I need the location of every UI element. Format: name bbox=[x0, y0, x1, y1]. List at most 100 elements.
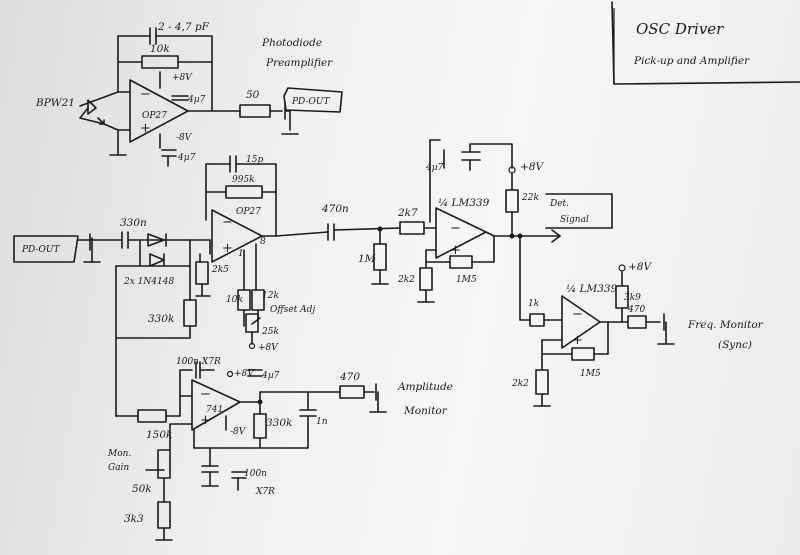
preamp-cap-label: 2 - 4,7 pF bbox=[157, 21, 210, 33]
detector-pullup-label: 22k bbox=[521, 193, 539, 203]
offset-pot-label: 25k bbox=[261, 327, 279, 337]
amp-filter-cap bbox=[259, 391, 317, 449]
offset-r1-label: 10k bbox=[226, 295, 243, 305]
freq-pullup-label: 3k9 bbox=[624, 293, 641, 303]
preamp-feedback-resistor bbox=[141, 55, 179, 69]
amp-in-res-label: 150k bbox=[146, 429, 172, 441]
det-signal-tag bbox=[545, 193, 613, 229]
amp-input-resistor bbox=[137, 409, 167, 423]
amp-gain-res-label: 3k3 bbox=[124, 513, 144, 525]
freq-out-label-1: Freq. Monitor bbox=[687, 319, 764, 331]
stage2-bias-resistor bbox=[183, 299, 197, 327]
amp-output-resistor bbox=[339, 385, 365, 399]
detector-cap-label: 470n bbox=[321, 203, 349, 215]
stage2-fb-cap-label: 15p bbox=[246, 155, 263, 165]
diode-1 bbox=[147, 233, 167, 247]
svg-text:+: + bbox=[572, 333, 583, 348]
freq-hysteresis-resistor bbox=[571, 347, 595, 361]
detector-coupling-cap bbox=[327, 223, 335, 241]
offset-r2-label: 12k bbox=[262, 291, 279, 301]
preamp-vpos-label: +8V bbox=[172, 73, 193, 83]
amp-bypass-cap bbox=[201, 447, 219, 487]
stage2-fb-res-label: 995k bbox=[232, 175, 255, 185]
freq-in-res-label: 1k bbox=[528, 299, 539, 309]
amp-fb-cap bbox=[179, 361, 215, 397]
amp-opamp-label: 741 bbox=[206, 405, 223, 415]
svg-text:+: + bbox=[140, 121, 151, 136]
detector-supply-label: +8V bbox=[520, 161, 544, 173]
diode-2 bbox=[149, 253, 165, 267]
amp-gain-pot-label: 50k bbox=[132, 483, 152, 495]
detector-hyst-label: 1M5 bbox=[456, 275, 477, 285]
preamp-section: Photodiode Preamplifier 2 - 4,7 pF 10k −… bbox=[35, 21, 343, 167]
preamp-label-2: Preamplifier bbox=[265, 57, 333, 69]
svg-text:−: − bbox=[140, 87, 151, 102]
amp-bypass-label: 100n bbox=[244, 469, 267, 479]
detector-ref-gnd-resistor bbox=[419, 267, 433, 291]
stage2-input-label: PD-OUT bbox=[21, 245, 60, 255]
preamp-opamp-label: OP27 bbox=[142, 111, 167, 121]
svg-text:−: − bbox=[222, 215, 233, 230]
amp-vpos-label: +8V bbox=[234, 369, 255, 379]
freq-comparator bbox=[561, 295, 601, 349]
detector-ref-gnd-label: 2k2 bbox=[397, 275, 415, 285]
preamp-vneg-label: -8V bbox=[176, 133, 193, 143]
amp-out-label-1: Amplitude bbox=[397, 381, 453, 393]
preamp-decoup-neg-label: 4µ7 bbox=[177, 153, 196, 163]
pd-out-label: PD-OUT bbox=[291, 97, 330, 107]
preamp-label-1: Photodiode bbox=[261, 37, 322, 49]
freq-output-resistor bbox=[627, 315, 647, 329]
amp-fb-res-label: 330k bbox=[266, 417, 292, 429]
amp-gain-resistor bbox=[157, 501, 171, 529]
det-signal-label-1: Det. bbox=[549, 199, 569, 209]
svg-text:+: + bbox=[222, 241, 233, 256]
photodiode-symbol bbox=[87, 99, 97, 115]
preamp-output-resistor bbox=[239, 104, 271, 118]
stage2-bias-label: 330k bbox=[148, 313, 174, 325]
amp-vneg-label: -8V bbox=[230, 427, 247, 437]
detector-ref-cap bbox=[461, 151, 481, 161]
amp-out-label-2: Monitor bbox=[403, 405, 448, 417]
detector-shunt-label: 1M bbox=[358, 253, 376, 265]
freq-gnd-label: 2k2 bbox=[511, 379, 529, 389]
detector-section: 470n 1M 2k7 − + ¼ LM339 4µ7 +8V 22k 2k2 bbox=[321, 139, 613, 303]
detector-comparator bbox=[435, 207, 487, 259]
svg-text:+: + bbox=[200, 413, 211, 428]
stage2-section: PD-OUT 330n 2x 1N4148 330k 2k5 − + OP27 … bbox=[13, 155, 329, 417]
amp-gain-label-2: Gain bbox=[108, 463, 129, 473]
preamp-out-res-label: 50 bbox=[246, 89, 260, 101]
amp-out-res-label: 470 bbox=[339, 371, 360, 383]
stage2-input-cap bbox=[121, 231, 129, 249]
amp-opamp bbox=[191, 379, 241, 431]
svg-text:−: − bbox=[572, 307, 583, 322]
stage2-opamp bbox=[211, 209, 263, 263]
subtitle-text: Pick-up and Amplifier bbox=[633, 55, 750, 67]
photodiode-label: BPW21 bbox=[35, 97, 75, 109]
amp-monitor-section: 150k − + 741 100n X7R +8V 4µ7 -8V 330k 1… bbox=[107, 357, 453, 541]
detector-shunt-resistor bbox=[373, 243, 387, 271]
offset-supply-label: +8V bbox=[258, 343, 279, 353]
amp-bypass-type-label: X7R bbox=[255, 487, 275, 497]
amp-output-connector bbox=[363, 383, 387, 413]
detector-pullup-resistor bbox=[505, 189, 519, 213]
freq-input-resistor bbox=[529, 313, 545, 327]
freq-monitor-section: 1k − + ¼ LM339 +8V 3k9 470 Freq. Monitor… bbox=[511, 235, 764, 407]
preamp-decoup-pos-label: 4µ7 bbox=[187, 95, 206, 105]
amp-gain-label-1: Mon. bbox=[107, 449, 131, 459]
stage2-pin1: 1 bbox=[238, 249, 244, 259]
freq-out-res-label: 470 bbox=[627, 305, 645, 315]
stage2-pin8: 8 bbox=[260, 237, 266, 247]
stage2-gnd-resistor bbox=[195, 261, 209, 285]
svg-text:−: − bbox=[200, 387, 211, 402]
stage2-fb-cap bbox=[229, 155, 237, 173]
preamp-feedback-cap bbox=[149, 27, 157, 45]
preamp-res-label: 10k bbox=[150, 43, 170, 55]
title-text: OSC Driver bbox=[636, 20, 724, 38]
freq-gnd-resistor bbox=[535, 369, 549, 395]
preamp-opamp bbox=[129, 79, 189, 143]
title-block: OSC Driver Pick-up and Amplifier bbox=[611, 1, 800, 85]
stage2-opamp-label: OP27 bbox=[236, 207, 261, 217]
freq-comparator-label: ¼ LM339 bbox=[566, 283, 618, 295]
